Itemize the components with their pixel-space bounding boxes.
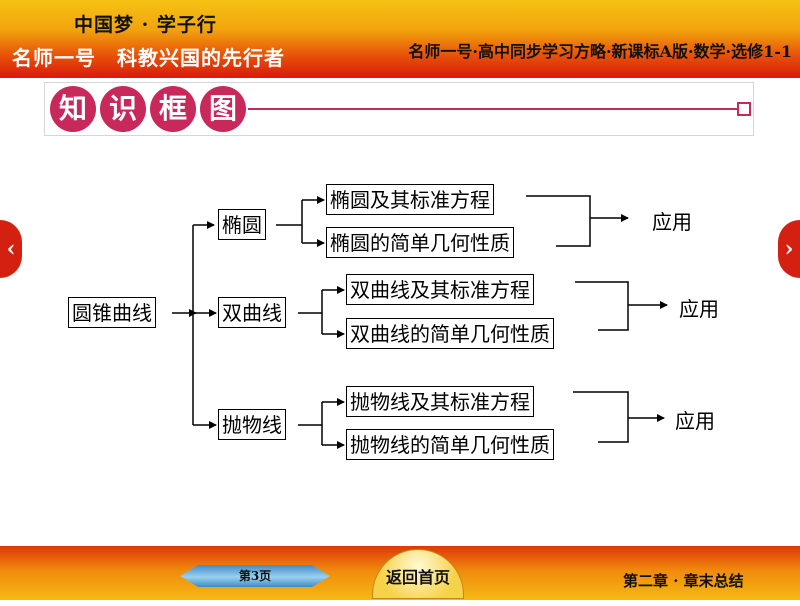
book-title: 名师一号·高中同步学习方略·新课标A版·数学·选修1-1 (408, 42, 792, 61)
hyperbola-child-1: 双曲线及其标准方程 (346, 274, 534, 305)
branch-node-hyperbola: 双曲线 (218, 297, 286, 328)
chapter-label: 第二章 · 章末总结 (623, 572, 744, 590)
page-indicator: 第3页 (180, 565, 330, 587)
brand-tagline: 名师一号 科教兴国的先行者 (12, 46, 285, 70)
hyperbola-child-2: 双曲线的简单几何性质 (346, 318, 554, 349)
chevron-left-icon: ‹ (6, 236, 16, 262)
branch-node-ellipse: 椭圆 (218, 209, 266, 240)
parabola-application-label: 应用 (675, 409, 715, 433)
parabola-child-2: 抛物线的简单几何性质 (346, 429, 554, 460)
section-title-char-4: 图 (200, 86, 246, 132)
section-title-char-2: 识 (100, 86, 146, 132)
next-slide-button[interactable]: › (778, 220, 800, 278)
hyperbola-application-label: 应用 (679, 297, 719, 321)
title-line-end-marker (737, 102, 751, 116)
section-title-char-3: 框 (150, 86, 196, 132)
ellipse-application-label: 应用 (652, 210, 692, 234)
title-underline (248, 108, 738, 110)
parabola-child-1: 抛物线及其标准方程 (346, 386, 534, 417)
branch-node-parabola: 抛物线 (218, 409, 286, 440)
header-banner: 中国梦 · 学子行 名师一号 科教兴国的先行者 名师一号·高中同步学习方略·新课… (0, 0, 800, 78)
section-title-char-1: 知 (50, 86, 96, 132)
chevron-right-icon: › (784, 236, 794, 262)
root-node: 圆锥曲线 (68, 297, 156, 328)
ellipse-child-2: 椭圆的简单几何性质 (326, 227, 514, 258)
prev-slide-button[interactable]: ‹ (0, 220, 22, 278)
ellipse-child-1: 椭圆及其标准方程 (326, 184, 494, 215)
slogan: 中国梦 · 学子行 (74, 14, 217, 36)
